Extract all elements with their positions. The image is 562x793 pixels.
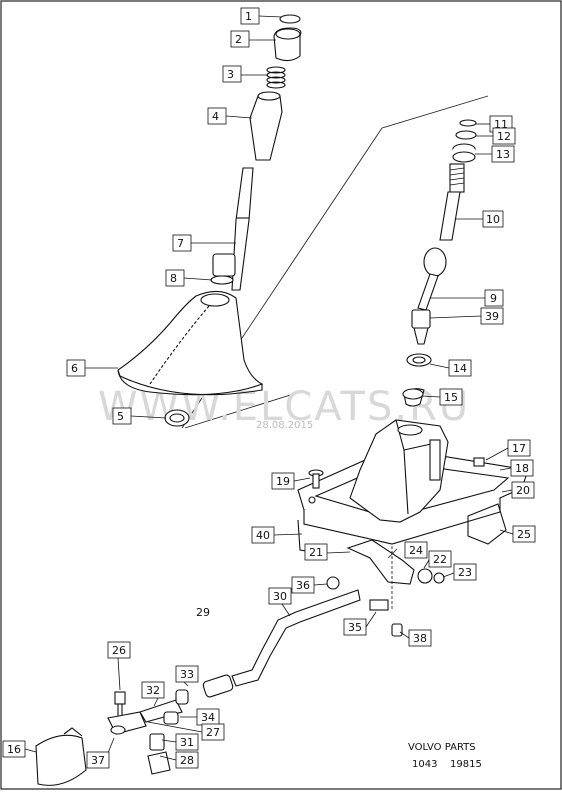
washer-37 — [110, 725, 126, 735]
gaiter-opening — [200, 293, 230, 307]
part-number: 15 — [444, 391, 458, 404]
rubber-boot — [35, 734, 87, 786]
part-callouts — [2, 7, 536, 769]
part-number: 17 — [512, 442, 526, 455]
part-number: 26 — [112, 644, 126, 657]
part-number: 22 — [433, 553, 447, 566]
knob-sleeve-top — [257, 91, 281, 101]
part-number: 39 — [485, 310, 499, 323]
shift-arm — [346, 539, 415, 585]
pin-38 — [391, 623, 403, 637]
part-number: 18 — [515, 462, 529, 475]
lever-bushing — [212, 253, 236, 277]
housing-bracket — [429, 439, 441, 481]
caption-brand: VOLVO PARTS — [408, 742, 476, 753]
housing-stud — [473, 457, 485, 467]
bolt-26 — [114, 691, 126, 705]
part-number: 25 — [517, 528, 531, 541]
gear-lever-gaiter — [117, 290, 264, 396]
o-ring — [210, 275, 234, 285]
part-number: 19 — [276, 475, 290, 488]
lower-lever-assembly — [402, 119, 477, 407]
gear-shift-rod — [231, 589, 361, 687]
rod-coupling — [202, 674, 234, 698]
bushing-34 — [163, 711, 179, 725]
lever-ball — [423, 247, 447, 277]
knob-sleeve — [249, 95, 283, 161]
part-number: 23 — [458, 566, 472, 579]
watermark-date: 28.08.2015 — [256, 420, 313, 431]
part-number: 2 — [235, 33, 242, 46]
housing-clip — [467, 503, 507, 545]
part-number: 34 — [201, 711, 215, 724]
washer-12 — [455, 130, 477, 140]
part-number: 1 — [245, 10, 252, 23]
part-number: 9 — [490, 292, 497, 305]
part-number: 27 — [206, 726, 220, 739]
gaiter-stitching — [149, 305, 210, 385]
gaiter-frame-ring-hole — [169, 413, 185, 423]
bolt-35 — [369, 599, 389, 611]
upper-gear-lever — [231, 167, 254, 291]
arm-nut — [417, 568, 433, 584]
caption-code-right: 19815 — [450, 759, 482, 770]
part-number: 7 — [177, 237, 184, 250]
leader-lines — [24, 15, 514, 761]
part-number: 29 — [196, 606, 210, 619]
nut-36 — [326, 576, 340, 590]
mount-28 — [147, 751, 171, 775]
part-number: 36 — [296, 579, 310, 592]
part-number: 24 — [409, 544, 423, 557]
lower-gear-lever — [417, 273, 439, 311]
knob-spring — [266, 66, 286, 89]
gear-shift-housing — [297, 419, 529, 637]
lever-spring-sleeve — [411, 309, 431, 329]
part-number: 10 — [486, 213, 500, 226]
part-number: 21 — [309, 546, 323, 559]
part-number: 28 — [180, 754, 194, 767]
washer-11 — [459, 119, 477, 127]
part-number: 16 — [7, 743, 21, 756]
part-number: 5 — [117, 410, 124, 423]
part-number: 35 — [348, 621, 362, 634]
part-number: 12 — [497, 130, 511, 143]
part-numbers: 1 2 3 4 5 6 7 8 9 10 11 12 13 14 16 15 1… — [7, 10, 531, 767]
part-number: 3 — [227, 68, 234, 81]
part-number: 33 — [180, 668, 194, 681]
part-number: 30 — [273, 590, 287, 603]
part-number: 4 — [212, 110, 219, 123]
gear-knob-assembly — [117, 14, 302, 427]
arm-washer — [433, 572, 445, 584]
gear-lever-rod — [439, 191, 461, 241]
part-number: 40 — [256, 529, 270, 542]
part-number: 13 — [496, 148, 510, 161]
part-number: 6 — [71, 362, 78, 375]
part-number: 8 — [170, 272, 177, 285]
rod-joint — [139, 699, 183, 723]
part-number: 37 — [91, 754, 105, 767]
caption-code-left: 1043 — [412, 759, 437, 770]
part-number: 38 — [413, 632, 427, 645]
part-number: 20 — [516, 484, 530, 497]
gear-knob-top — [275, 28, 301, 40]
joint-sleeve — [175, 689, 189, 705]
part-number: 11 — [494, 118, 508, 131]
bushing-31 — [149, 733, 165, 751]
part-number: 32 — [146, 684, 160, 697]
part-number: 14 — [453, 362, 467, 375]
part-number: 31 — [180, 736, 194, 749]
shift-rod-assembly — [35, 589, 361, 786]
knob-cap — [279, 14, 301, 24]
